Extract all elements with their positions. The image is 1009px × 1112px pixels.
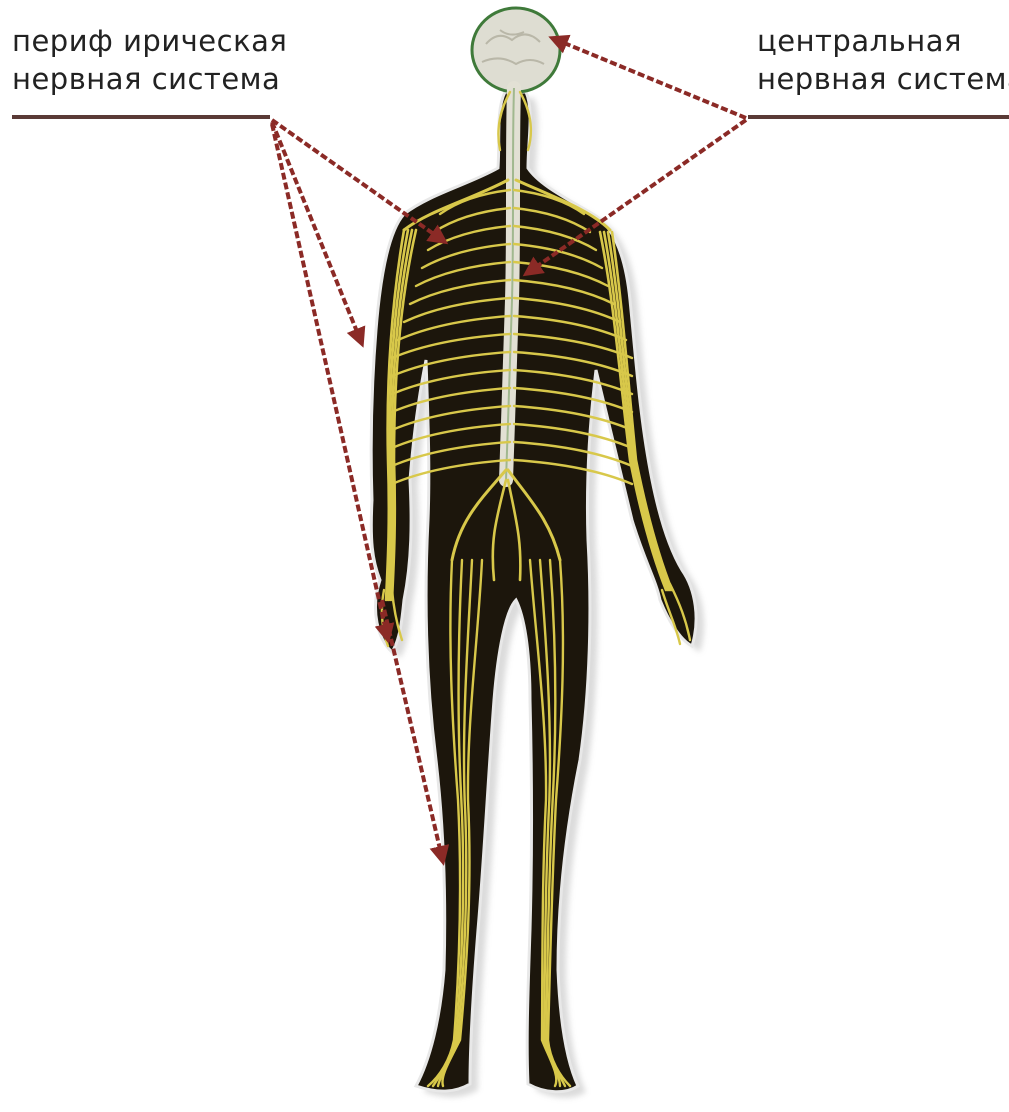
arrow-to-upper-arm xyxy=(272,122,362,344)
central-nervous-system-label: центральная нервная система xyxy=(757,22,1009,98)
central-label-line1: центральная xyxy=(757,22,1009,60)
arrow-to-brain xyxy=(552,38,746,118)
peripheral-label-line2: нервная система xyxy=(12,60,287,98)
peripheral-label-line1: периф ирическая xyxy=(12,22,287,60)
arrow-to-hand xyxy=(272,124,388,640)
brain xyxy=(472,8,560,92)
central-label-line2: нервная система xyxy=(757,60,1009,98)
peripheral-nervous-system-label: периф ирическая нервная система xyxy=(12,22,287,98)
